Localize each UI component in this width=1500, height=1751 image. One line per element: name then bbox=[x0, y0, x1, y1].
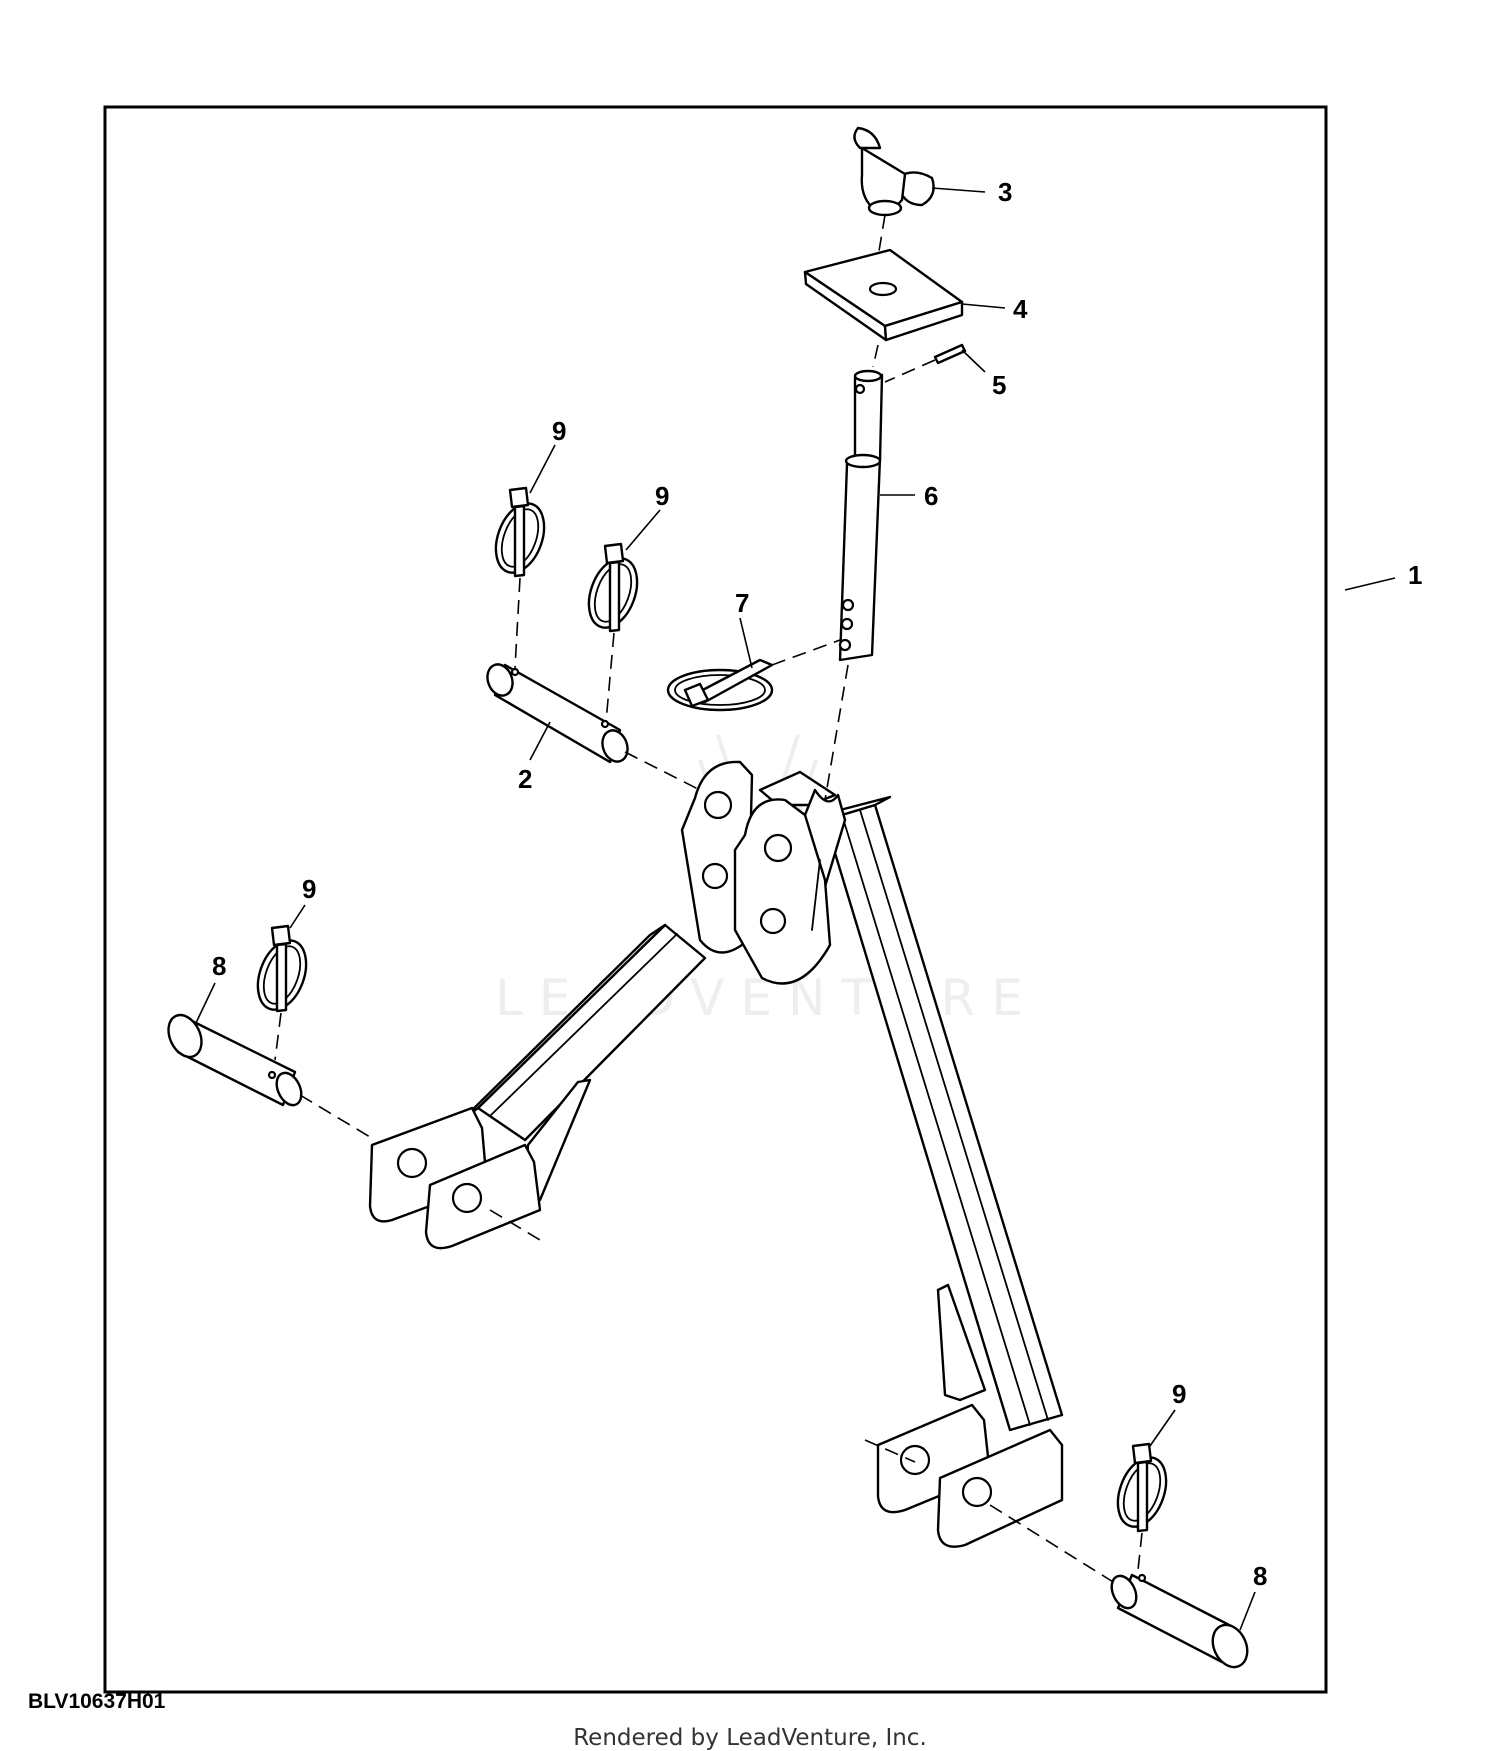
wing-nut bbox=[853, 126, 935, 217]
linch-pin-horizontal bbox=[666, 639, 841, 712]
callout-7: 7 bbox=[735, 588, 749, 618]
footer-credit: Rendered by LeadVenture, Inc. bbox=[573, 1725, 927, 1751]
linch-pin-9b bbox=[587, 542, 639, 723]
linch-pin-9c bbox=[256, 924, 308, 1061]
callout-9c: 9 bbox=[302, 874, 316, 904]
top-pin bbox=[824, 369, 884, 801]
callout-9a: 9 bbox=[552, 416, 566, 446]
callout-1: 1 bbox=[1408, 560, 1422, 590]
figure-id: BLV10637H01 bbox=[28, 1690, 166, 1713]
linch-pin-9d bbox=[1116, 1442, 1168, 1571]
callout-3: 3 bbox=[998, 177, 1012, 207]
callout-4: 4 bbox=[1013, 294, 1028, 324]
callout-9d: 9 bbox=[1172, 1379, 1186, 1409]
square-plate bbox=[803, 248, 964, 342]
callout-6: 6 bbox=[924, 481, 938, 511]
callout-5: 5 bbox=[992, 370, 1006, 400]
callout-2: 2 bbox=[518, 764, 532, 794]
clevis-pin-8b bbox=[864, 1439, 1249, 1669]
diagram-frame bbox=[103, 105, 1328, 1694]
callout-8a: 8 bbox=[212, 951, 226, 981]
leader-lines bbox=[194, 187, 1396, 1631]
dash-plate-pin bbox=[872, 344, 879, 368]
hitch-pin-2 bbox=[486, 663, 701, 791]
a-frame-hitch bbox=[368, 760, 1064, 1548]
dash-wingnut-plate bbox=[877, 214, 886, 258]
callouts: 3 4 5 6 1 7 2 9 9 9 8 9 8 bbox=[212, 177, 1422, 1591]
linch-pin-9a bbox=[494, 486, 546, 669]
clevis-pin-8a bbox=[167, 1013, 541, 1241]
callout-8b: 8 bbox=[1253, 1561, 1267, 1591]
cotter-pin bbox=[884, 343, 967, 383]
callout-9b: 9 bbox=[655, 481, 669, 511]
